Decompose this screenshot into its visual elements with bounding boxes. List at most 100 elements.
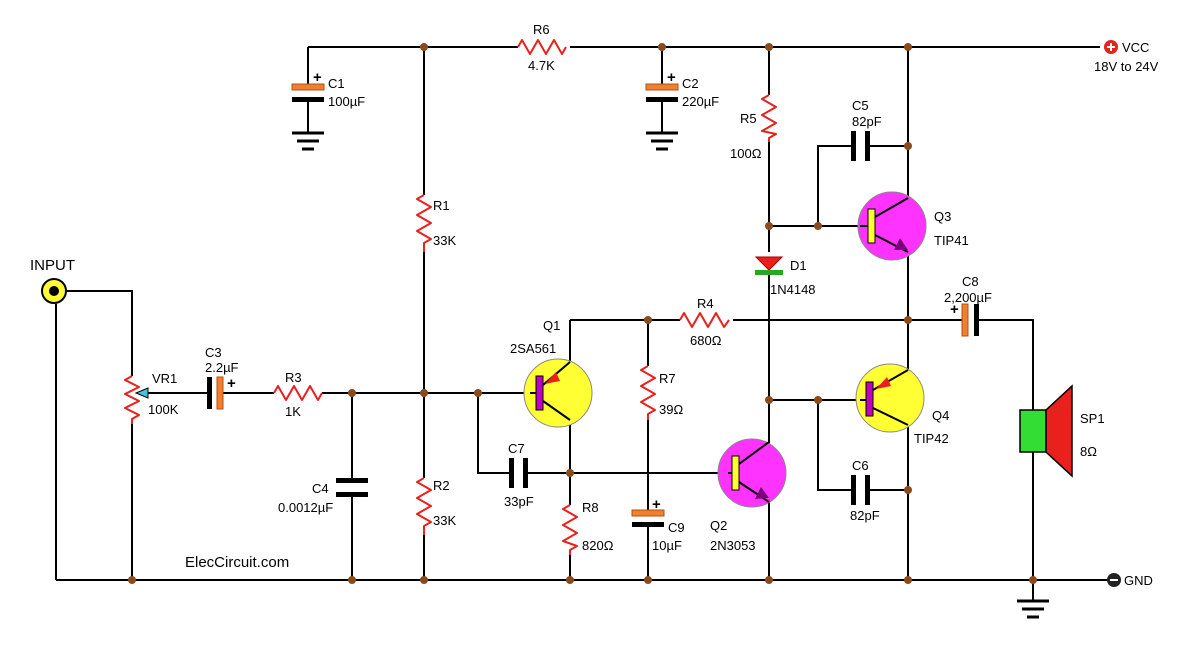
q2-ref: Q2 [710,518,727,533]
junction-dot [474,389,482,397]
capacitor-c5-right-plate [865,131,870,161]
junction-dot [814,222,822,230]
gnd-terminal [1107,573,1121,587]
junction-dot [566,469,574,477]
c3-ref: C3 [205,345,222,360]
capacitor-c2-positive-plate [645,83,679,91]
vcc-label: VCC [1122,40,1149,55]
c8-plus-sign: + [950,301,959,318]
speaker-sp1 [1019,384,1073,478]
c1-ref: C1 [328,76,345,91]
capacitor-c2-negative-plate [646,97,678,102]
c5-ref: C5 [852,98,869,113]
transistor-q4 [855,363,925,433]
r8-ref: R8 [582,500,599,515]
capacitor-c9-negative-plate [632,522,664,527]
q4-value: TIP42 [914,431,949,446]
c2-ref: C2 [682,76,699,91]
capacitor-c1-positive-plate [291,83,325,91]
resistor-r2 [416,477,432,535]
potentiometer-wiper-arrow [134,387,149,399]
capacitor-c7-left-plate [509,458,514,488]
c8-ref: C8 [962,274,979,289]
transistor-q2 [717,438,787,508]
c3-value: 2.2µF [205,360,239,375]
potentiometer-vr1 [124,375,140,424]
r2-ref: R2 [433,478,450,493]
r1-ref: R1 [433,198,450,213]
c9-plus-sign: + [652,496,661,513]
junction-dot [128,576,136,584]
junction-dot [566,576,574,584]
capacitor-c3-positive-plate [216,376,224,410]
junction-dot [765,396,773,404]
wire-r4-right [733,319,1034,410]
capacitor-c6-left-plate [851,475,856,505]
junction-dot [420,389,428,397]
c5-value: 82pF [852,114,882,129]
capacitor-c1-negative-plate [292,97,324,102]
capacitor-c8-positive-plate [961,303,969,337]
capacitor-c3-negative-plate [207,377,212,409]
ground-symbol-c2 [646,131,678,151]
junction-dot [904,316,912,324]
junction-dot [765,43,773,51]
c2-plus-sign: + [667,69,676,86]
wire-input-top [64,290,133,376]
junction-dot [904,142,912,150]
c1-value: 100µF [328,94,365,109]
c1-plus-sign: + [313,69,322,86]
junction-dot [765,576,773,584]
c9-ref: C9 [668,520,685,535]
wire-c6-loop [817,400,908,491]
q3-value: TIP41 [934,233,969,248]
input-jack [41,278,67,304]
capacitor-c9-positive-plate [631,509,665,517]
r3-ref: R3 [285,370,302,385]
junction-dot [348,576,356,584]
ground-symbol-speaker [1017,599,1049,619]
junction-dot [644,576,652,584]
r1-value: 33K [433,233,456,248]
junction-dot [658,43,666,51]
c6-value: 82pF [850,508,880,523]
vcc-range-label: 18V to 24V [1094,59,1159,74]
resistor-r3 [273,385,323,401]
junction-dot [644,316,652,324]
resistor-r4 [679,312,730,328]
d1-value: 1N4148 [770,282,816,297]
input-label: INPUT [30,257,75,274]
c4-ref: C4 [312,481,329,496]
r7-value: 39Ω [659,402,683,417]
c2-value: 220µF [682,94,719,109]
capacitor-c5-left-plate [851,131,856,161]
r8-value: 820Ω [582,538,614,553]
c7-ref: C7 [508,441,525,456]
wire-c7-loop [477,393,728,474]
r5-ref: R5 [740,111,757,126]
r2-value: 33K [433,513,456,528]
vcc-terminal [1104,40,1118,54]
sp1-ref: SP1 [1080,411,1105,426]
c4-value: 0.0012µF [278,500,333,515]
vr1-value: 100K [148,402,179,417]
junction-dots [128,43,1037,584]
capacitor-c7-right-plate [523,458,528,488]
q1-ref: Q1 [543,318,560,333]
resistor-r7 [640,365,656,420]
wires [55,46,1108,600]
c7-value: 33pF [504,494,534,509]
vr1-ref: VR1 [152,371,177,386]
sp1-value: 8Ω [1080,444,1097,459]
junction-dot [904,43,912,51]
q2-value: 2N3053 [710,538,756,553]
r6-value: 4.7K [528,58,555,73]
r5-value: 100Ω [730,146,762,161]
r6-ref: R6 [533,22,550,37]
resistor-r6 [517,39,567,55]
r7-ref: R7 [659,371,676,386]
resistors [124,39,777,555]
c9-value: 10µF [652,538,682,553]
